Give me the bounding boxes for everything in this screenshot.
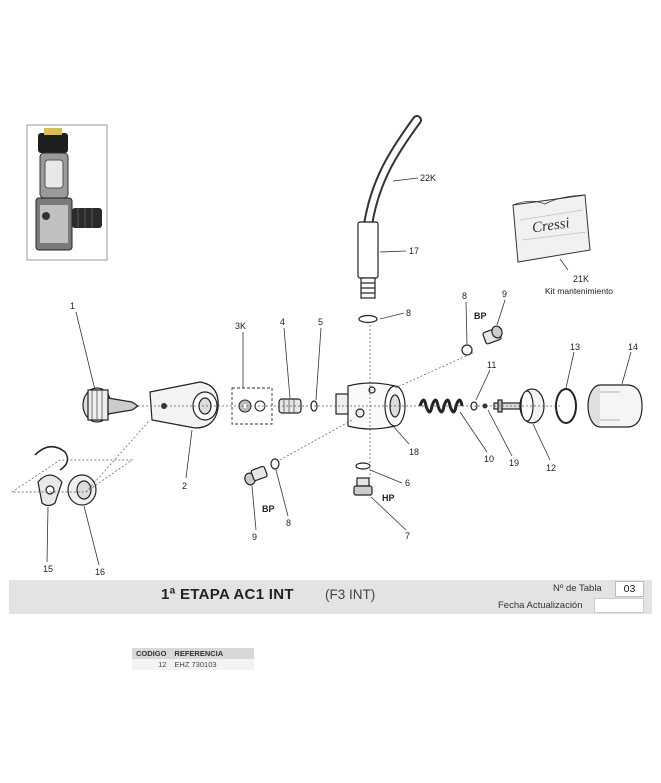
port-plug-9-top	[482, 325, 503, 345]
callout-10: 10	[484, 454, 494, 464]
seat-19	[482, 403, 488, 409]
reference-table: CODIGO REFERENCIA 12 EHZ 730103	[132, 648, 255, 670]
callout-22k: 22K	[420, 173, 436, 183]
port-plug-9-bottom	[244, 465, 268, 486]
header-referencia: REFERENCIA	[170, 648, 255, 659]
callout-1: 1	[70, 301, 75, 311]
callout-2: 2	[182, 481, 187, 491]
table-number-value: 03	[615, 581, 644, 597]
callout-15: 15	[43, 564, 53, 574]
part-14-cap	[587, 384, 643, 428]
callout-3k: 3K	[235, 321, 246, 331]
title-bar	[9, 580, 652, 614]
callout-kit-label: Kit mantenimiento	[545, 286, 613, 296]
o-ring-6	[355, 462, 371, 470]
port-plug-7-hp	[353, 477, 373, 496]
cell-referencia: EHZ 730103	[170, 659, 255, 670]
part-1-yoke-screw	[82, 387, 140, 423]
callout-21k: 21K	[573, 274, 589, 284]
callout-17: 17	[409, 246, 419, 256]
callout-12: 12	[546, 463, 556, 473]
sheet-subtitle: (F3 INT)	[325, 587, 376, 602]
callout-bp-bottom: BP	[262, 504, 275, 514]
callout-11: 11	[487, 360, 496, 370]
callout-8-top: 8	[406, 308, 411, 318]
part-15-clip	[34, 446, 69, 507]
callout-bp-top: BP	[474, 311, 487, 321]
callout-18: 18	[409, 447, 419, 457]
callout-6: 6	[405, 478, 410, 488]
callout-4: 4	[280, 317, 285, 327]
part-10-spring	[418, 398, 464, 414]
yoke-plane-outline	[10, 459, 134, 493]
o-ring-8-bp-top	[461, 344, 473, 356]
callout-8-bottom: 8	[286, 518, 291, 528]
o-ring-8-bp-bottom	[270, 458, 280, 470]
update-date-value	[594, 598, 644, 613]
kit-brand-logo: Cressi	[531, 215, 571, 236]
part-16-nut	[67, 474, 97, 506]
header-codigo: CODIGO	[132, 648, 171, 659]
hose-22k	[363, 115, 422, 230]
callout-5: 5	[318, 317, 323, 327]
first-stage-photo	[26, 124, 108, 261]
part-2-yoke	[149, 381, 219, 429]
callout-8-bp: 8	[462, 291, 467, 301]
callout-14: 14	[628, 342, 638, 352]
update-date-label: Fecha Actualización	[498, 600, 583, 611]
callout-9-top: 9	[502, 289, 507, 299]
sheet-title: 1ª ETAPA AC1 INT	[161, 586, 294, 603]
callout-16: 16	[95, 567, 105, 577]
callout-9-bottom: 9	[252, 532, 257, 542]
callout-hp: HP	[382, 493, 395, 503]
cell-codigo: 12	[132, 659, 171, 670]
table-number-label: Nº de Tabla	[553, 583, 602, 594]
o-ring-8-top	[358, 314, 378, 324]
axis-bp-top	[394, 351, 476, 389]
maintenance-kit-bag: Cressi	[512, 194, 591, 263]
axis-bp-bottom	[279, 419, 353, 461]
callout-7: 7	[405, 531, 410, 541]
callout-19: 19	[509, 458, 519, 468]
callout-13: 13	[570, 342, 580, 352]
hose-fitting-17	[357, 221, 379, 299]
table-row: 12 EHZ 730103	[132, 659, 255, 670]
callout-labels: 1 2 3K 4 5 18 6 7 8 17 22K 8 9 BP 11 10 …	[43, 173, 638, 577]
leader-lines	[46, 177, 632, 566]
axis-yoke-link	[85, 419, 151, 493]
reference-table-header: CODIGO REFERENCIA	[132, 648, 255, 659]
